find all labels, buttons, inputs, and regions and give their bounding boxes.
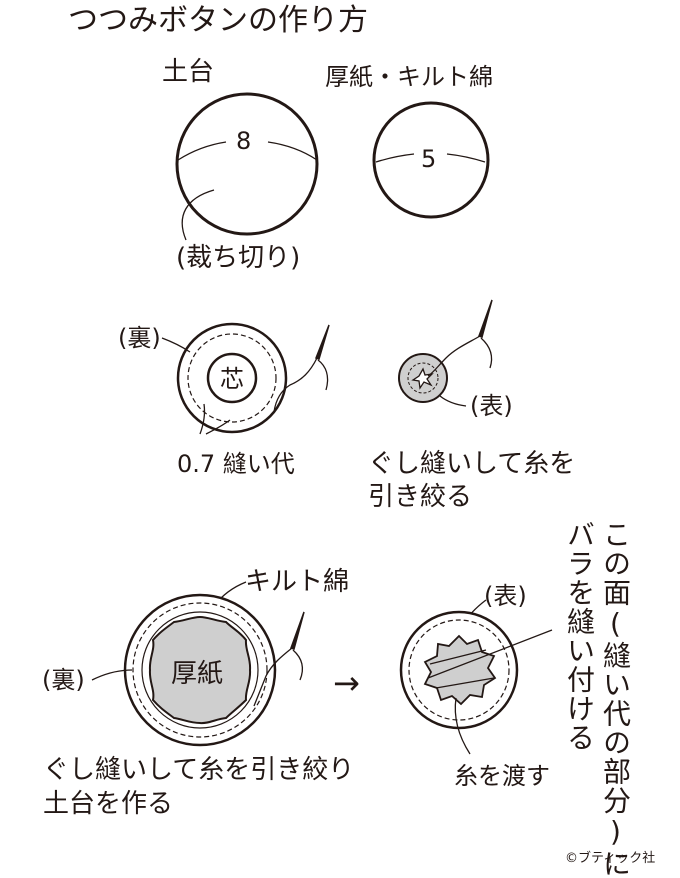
board-circle <box>372 101 490 219</box>
seam-allowance-label: 0.7 縫い代 <box>177 450 295 478</box>
button-base-assembly <box>123 593 277 747</box>
back-label-leader <box>161 337 191 353</box>
thread-label-leader <box>454 697 471 755</box>
base-circle <box>175 92 319 236</box>
quilt-label: キルト綿 <box>245 567 349 597</box>
back-label-leader-step3 <box>91 669 133 681</box>
title: つつみボタンの作り方 <box>68 3 368 38</box>
board-diameter-leader <box>375 153 486 163</box>
instruction-step2-line1: ぐし縫いして糸を <box>368 449 575 479</box>
needle-step2 <box>273 324 330 413</box>
back-label-step2: (裏) <box>118 324 161 352</box>
front-label-step3: (表) <box>484 582 527 610</box>
needle-step3 <box>253 611 305 707</box>
gathered-circle <box>398 353 448 403</box>
base-diameter-leader <box>177 141 318 161</box>
base-note-leader <box>181 189 215 241</box>
arrow: → <box>333 664 360 702</box>
core-label: 芯 <box>220 365 244 393</box>
board-size-label: 5 <box>421 145 436 173</box>
back-label-step3: (裏) <box>42 666 85 694</box>
front-label-leader-step2 <box>439 395 467 407</box>
base-note: (裁ち切り) <box>176 243 300 273</box>
board-label: 厚紙・キルト綿 <box>325 63 493 91</box>
needle-step2b <box>427 299 493 377</box>
finished-button-back <box>399 610 553 730</box>
board-label-step3: 厚紙 <box>171 659 223 689</box>
fabric-circle-step2 <box>176 322 288 434</box>
instruction-step2-line2: 引き絞る <box>368 482 472 512</box>
side-note-line2: バラを縫い付ける <box>563 520 596 752</box>
seam-allowance-leader <box>199 403 231 435</box>
instruction-step3-line2: 土台を作る <box>43 789 173 819</box>
front-label-step2: (表) <box>470 392 513 420</box>
thread-label: 糸を渡す <box>454 762 550 790</box>
copyright: ©ブティック社 <box>565 850 655 866</box>
base-label: 土台 <box>162 57 214 87</box>
base-size-label: 8 <box>236 127 251 155</box>
side-note-line1: この面(縫い代の部分)に <box>599 520 632 878</box>
instruction-step3-line1: ぐし縫いして糸を引き絞り <box>43 755 354 785</box>
